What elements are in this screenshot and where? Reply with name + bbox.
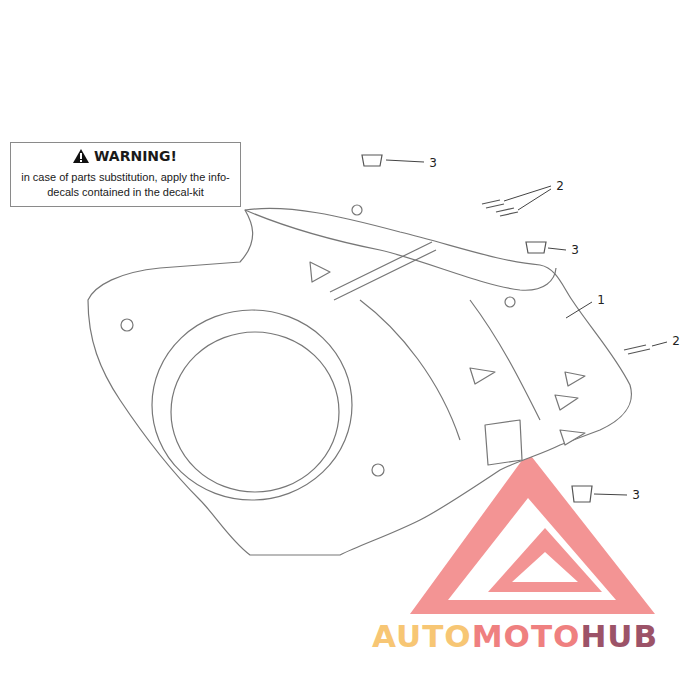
leader-line xyxy=(652,342,667,346)
inner-panel xyxy=(360,300,540,440)
mount-hole xyxy=(505,297,515,307)
plug xyxy=(362,155,382,166)
text-run: in case of parts substitution, apply the… xyxy=(21,171,230,198)
handlebar-rod xyxy=(330,242,436,300)
headlight-opening xyxy=(171,332,339,492)
leader-line xyxy=(386,160,424,162)
warning-icon xyxy=(72,148,90,164)
plug xyxy=(572,486,592,502)
fairing-drawing xyxy=(88,205,631,555)
leader-line xyxy=(518,189,551,210)
screw xyxy=(482,200,504,208)
screw xyxy=(496,208,518,216)
warning-heading: WARNING! xyxy=(17,147,234,166)
logo-inner-triangle xyxy=(488,528,602,592)
callout-number: 1 xyxy=(596,293,606,307)
mount-hole xyxy=(121,319,133,331)
headlight-rim xyxy=(152,310,352,500)
mount-hole xyxy=(372,464,384,476)
watermark-text: HUB xyxy=(580,618,658,654)
leader-line xyxy=(566,302,592,318)
callout-number: 2 xyxy=(671,334,681,348)
fairing-body xyxy=(88,208,631,555)
watermark-text: MOTO xyxy=(472,618,581,654)
leader-line xyxy=(594,494,627,495)
leader-line xyxy=(548,248,566,250)
screw xyxy=(624,345,650,354)
leader-lines xyxy=(386,160,667,495)
mount-hole xyxy=(352,205,362,215)
callout-number: 3 xyxy=(428,156,438,170)
fasteners xyxy=(362,155,650,502)
plug xyxy=(526,242,546,253)
callout-number: 2 xyxy=(555,179,565,193)
bracket xyxy=(485,420,522,465)
warning-text: in case of parts substitution, apply the… xyxy=(17,170,234,200)
callout-number: 3 xyxy=(631,488,641,502)
text-run: WARNING! xyxy=(94,148,177,164)
vent-fin xyxy=(310,262,585,445)
watermark-text: AUTO xyxy=(372,618,472,654)
fairing-rear-edge xyxy=(245,210,556,290)
warning-box: WARNING! in case of parts substitution, a… xyxy=(10,142,241,207)
callout-number: 3 xyxy=(570,243,580,257)
watermark: AUTOMOTOHUB xyxy=(372,618,658,654)
